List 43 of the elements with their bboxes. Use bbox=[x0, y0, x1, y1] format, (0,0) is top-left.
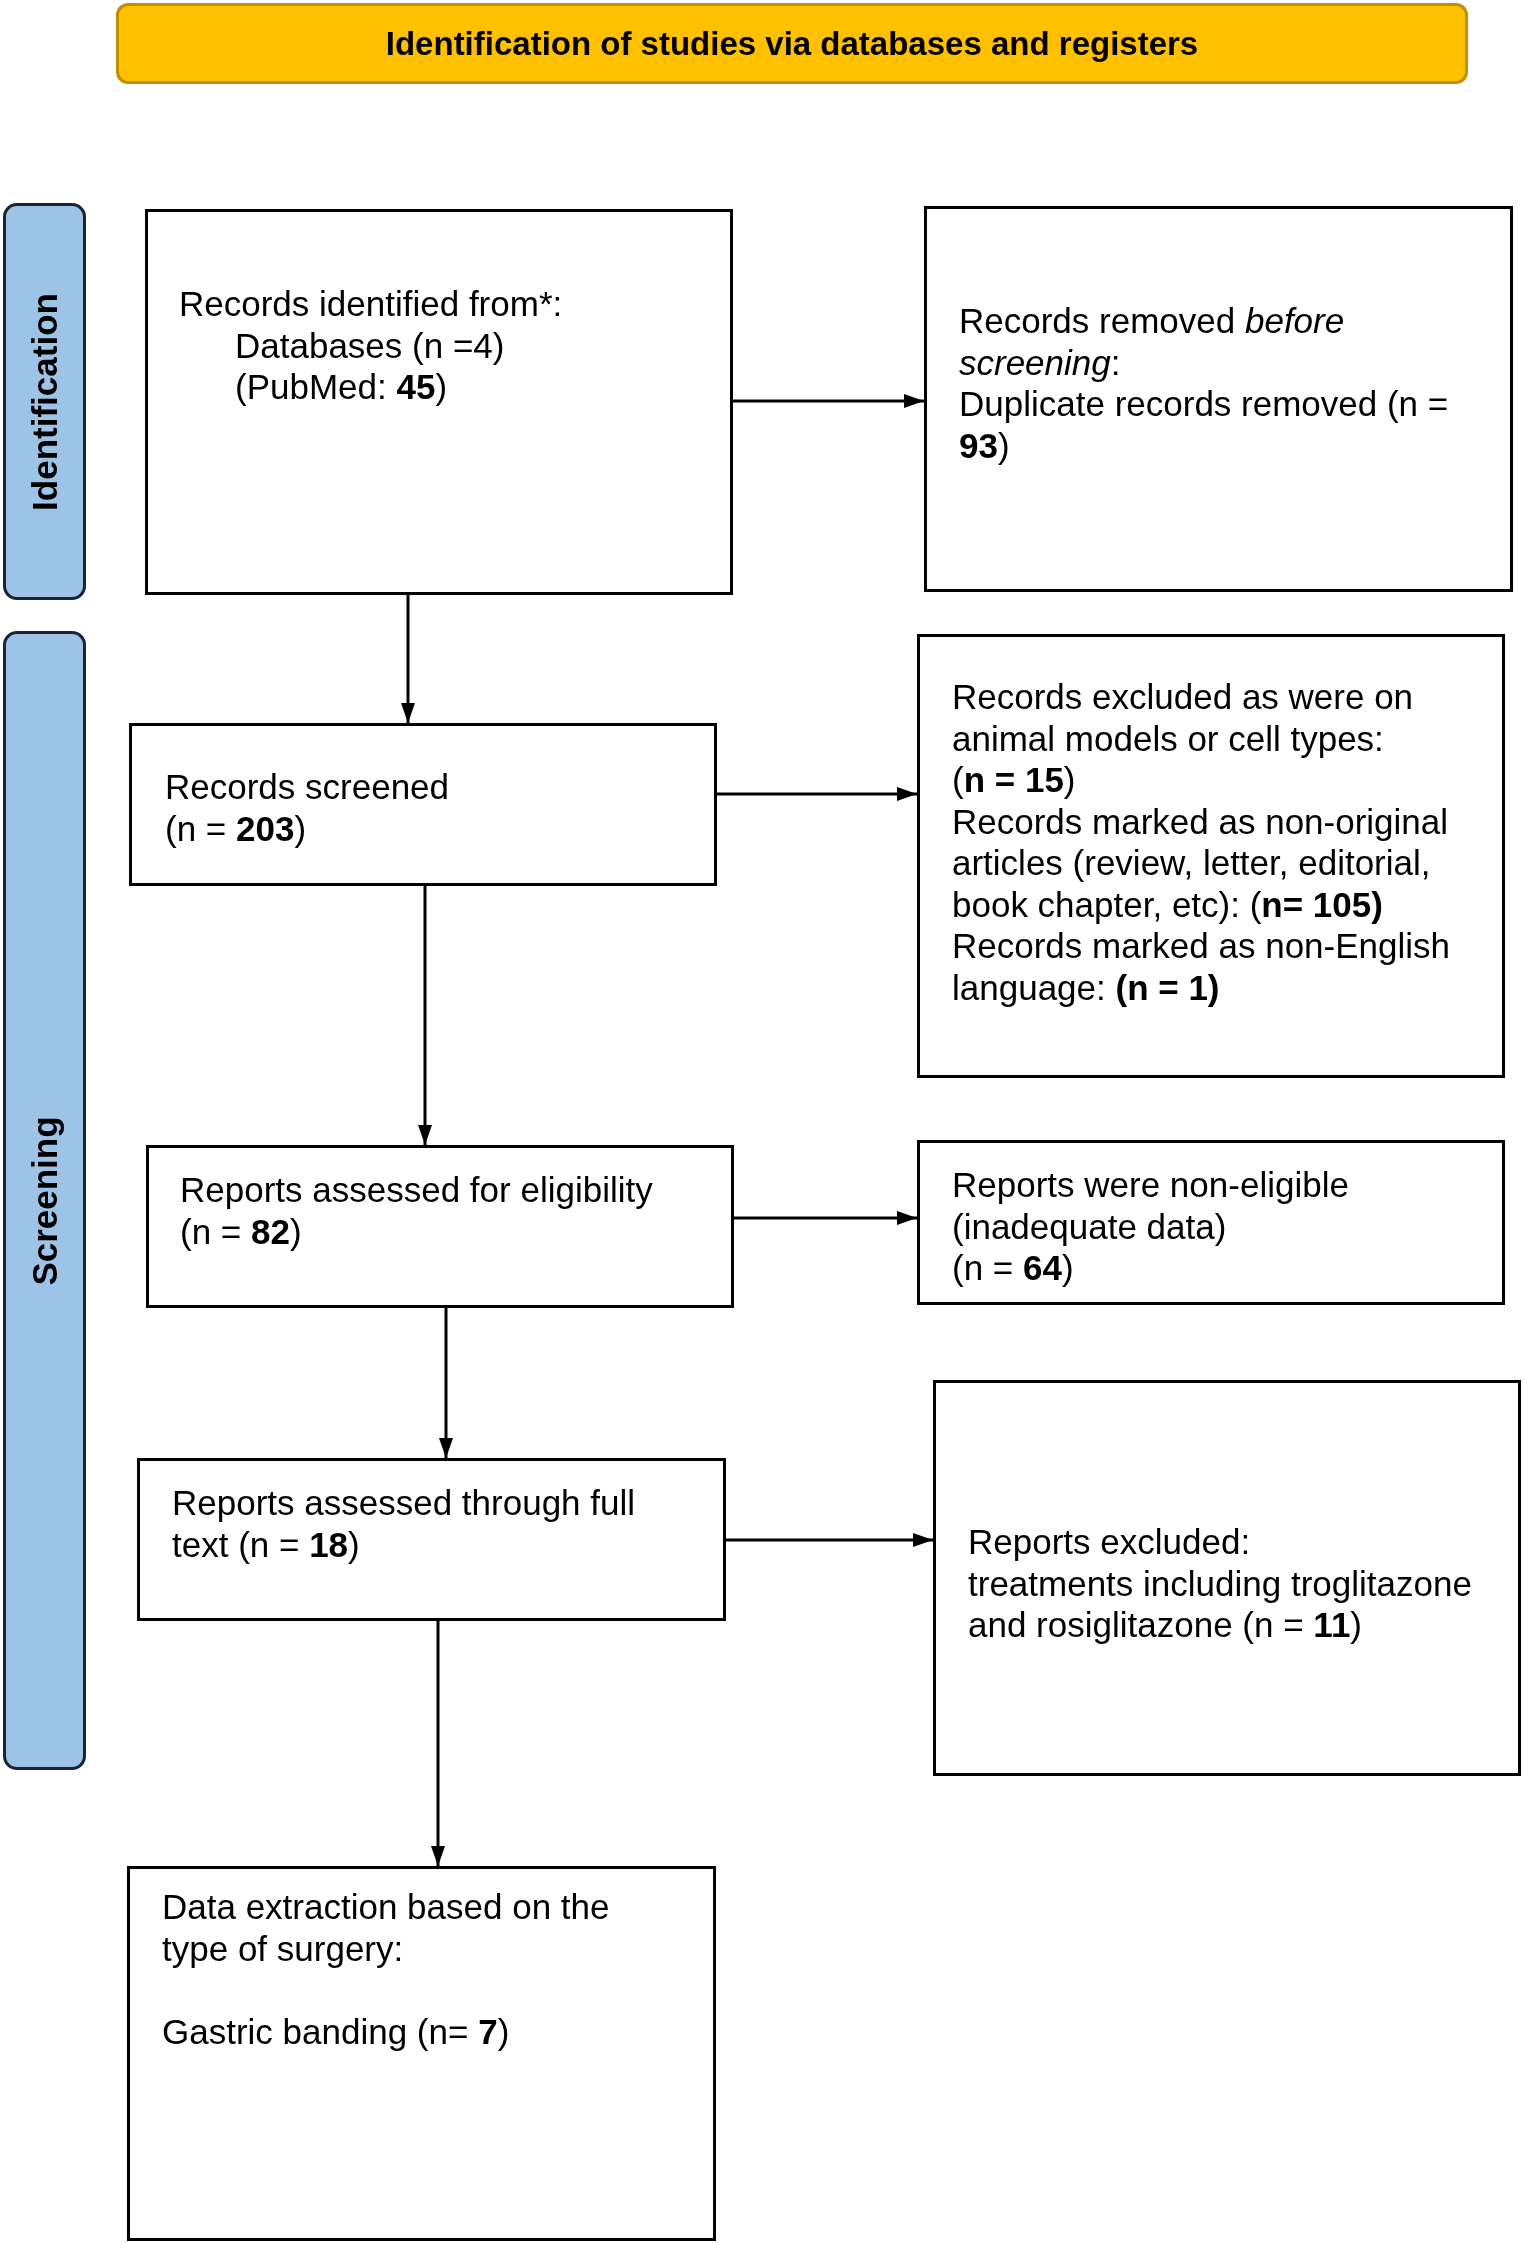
box-text: Records removed before screening: bbox=[959, 300, 1346, 383]
process-box bbox=[917, 1140, 1505, 1305]
arrow bbox=[726, 1533, 933, 1547]
stage-label: Identification bbox=[24, 292, 65, 511]
arrow bbox=[401, 595, 415, 723]
banner-title: Identification of studies via databases and registers bbox=[385, 23, 1199, 64]
box-text: (n = 64) bbox=[952, 1247, 1075, 1289]
box-text: Records screened bbox=[165, 766, 451, 808]
arrow bbox=[717, 787, 917, 801]
box-text: Reports assessed through full text (n = 18) bbox=[172, 1482, 637, 1565]
box-text: Records identified from*: bbox=[179, 283, 564, 325]
box-text: Reports excluded: bbox=[968, 1521, 1252, 1563]
process-box bbox=[137, 1458, 726, 1621]
process-box bbox=[129, 723, 717, 886]
box-text: Records marked as non-English language: (n = 1) bbox=[952, 925, 1451, 1008]
box-text: Data extraction based on the type of surgery: bbox=[162, 1886, 611, 1969]
arrow bbox=[734, 1211, 917, 1225]
box-text: (PubMed: 45) bbox=[235, 366, 449, 408]
box-text: Reports assessed for eligibility bbox=[180, 1169, 654, 1211]
arrow bbox=[439, 1308, 453, 1458]
process-box bbox=[917, 634, 1505, 1078]
arrow bbox=[431, 1621, 445, 1866]
box-text: Duplicate records removed (n = 93) bbox=[959, 383, 1450, 466]
box-text: Records excluded as were on animal models or cell types: bbox=[952, 676, 1415, 759]
box-text: (n = 15) bbox=[952, 759, 1077, 801]
title-banner bbox=[116, 3, 1468, 84]
process-box bbox=[933, 1380, 1521, 1776]
process-box bbox=[127, 1866, 716, 2241]
box-text: Databases (n =4) bbox=[235, 324, 506, 366]
arrow bbox=[733, 394, 924, 408]
box-text: treatments including troglitazone and rosiglitazone (n = 11) bbox=[968, 1562, 1473, 1646]
process-box bbox=[146, 1145, 734, 1308]
process-box bbox=[924, 206, 1513, 592]
process-box bbox=[145, 209, 733, 595]
box-text: (n = 82) bbox=[180, 1210, 303, 1252]
stage-label: Screening bbox=[24, 1115, 65, 1286]
arrow bbox=[418, 886, 432, 1145]
box-text: (n = 203) bbox=[165, 807, 308, 849]
box-text: Gastric banding (n= 7) bbox=[162, 2010, 511, 2052]
box-text: Records marked as non-original articles (review, letter, editorial, book chapter, etc): (n= 105) bbox=[952, 800, 1450, 925]
stage-band bbox=[3, 203, 86, 600]
box-text: Reports were non-eligible (inadequate data) bbox=[952, 1164, 1350, 1247]
stage-band bbox=[3, 631, 86, 1770]
